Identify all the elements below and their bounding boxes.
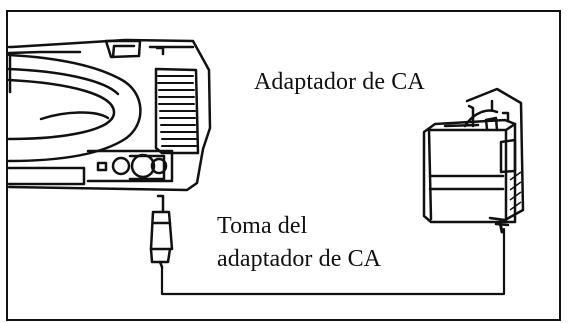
- game-console-icon: [7, 38, 212, 192]
- adapter-wall-hatch: [509, 171, 522, 211]
- power-cable-icon: [160, 227, 506, 296]
- jack-label-line2: adaptador de CA: [217, 246, 382, 272]
- ac-adapter-icon: [422, 87, 525, 234]
- adapter-label: Adaptador de CA: [254, 69, 425, 95]
- jack-label-line1: Toma del: [217, 213, 308, 239]
- dc-plug-icon: [149, 194, 174, 269]
